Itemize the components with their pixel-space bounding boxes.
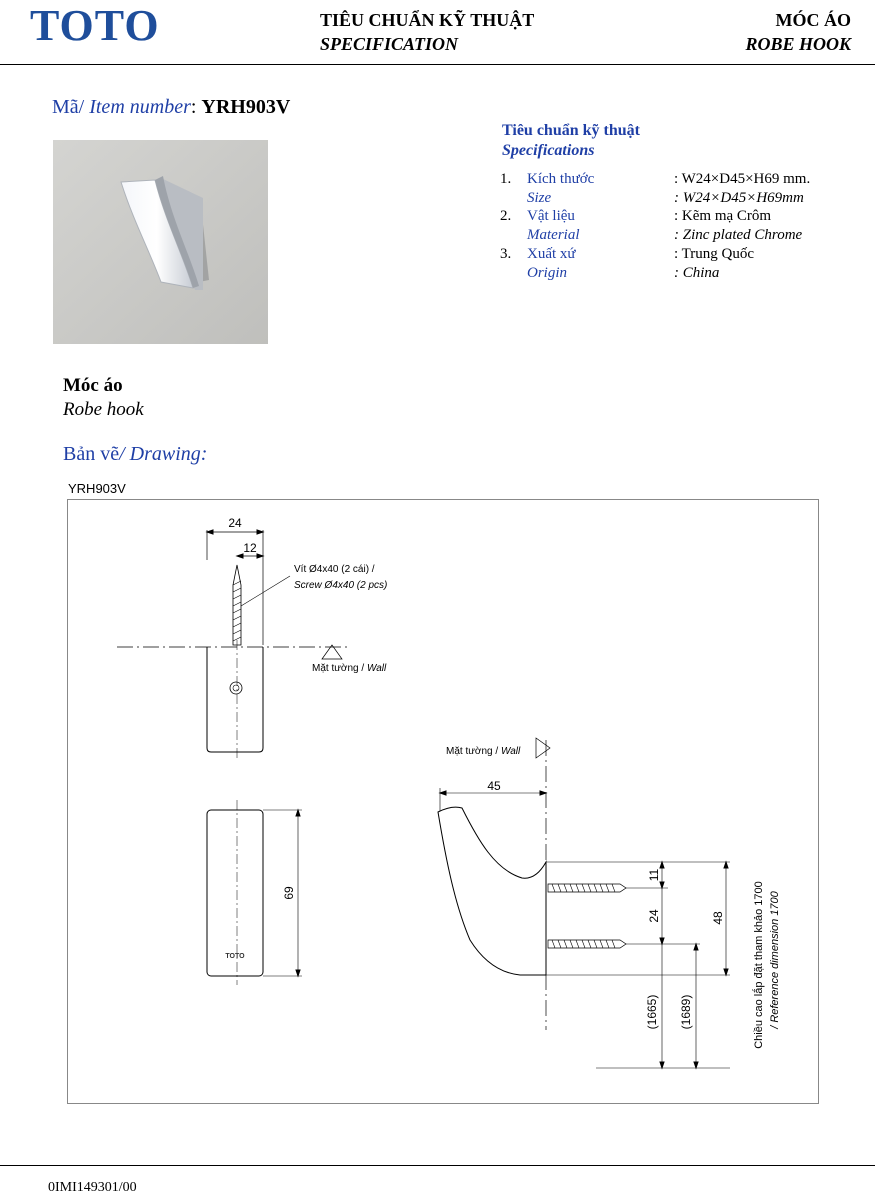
drawing-model-label: YRH903V <box>68 481 126 496</box>
ref-note-en: / Reference dimension 1700 <box>769 890 781 1029</box>
wall-label-en: Wall <box>501 746 521 757</box>
dim-ref-high-label: (1689) <box>679 995 693 1030</box>
item-number-line: Mã/ Item number: YRH903V <box>52 96 290 119</box>
header-product-vi: MÓC ÁO <box>775 10 852 30</box>
spec-row-material-en: Material : Zinc plated Chrome <box>500 226 810 245</box>
spec-value-en: : Zinc plated Chrome <box>674 227 803 244</box>
spec-value-vi: : Trung Quốc <box>674 245 755 262</box>
specifications-title: Tiêu chuẩn kỹ thuật Specifications <box>502 121 640 161</box>
spec-num: 1. <box>500 171 512 187</box>
spec-row-material: 2. Vật liệu : Kẽm mạ Crôm <box>500 207 810 226</box>
spec-row-origin: 3. Xuất xứ : Trung Quốc <box>500 245 810 264</box>
dim-top-offset-label: 11 <box>647 868 661 881</box>
screw-note-vi: Vít Ø4x40 (2 cái) / <box>294 564 375 575</box>
spec-value-vi: : Kẽm mạ Crôm <box>674 208 772 225</box>
document-number: 0IMI149301/00 <box>48 1180 137 1195</box>
drawing-title-en: / Drawing: <box>119 443 208 465</box>
robe-hook-photo-image <box>53 140 268 344</box>
spec-label-en: Size <box>527 189 552 206</box>
spec-row-size: 1. Kích thước : W24×D45×H69 mm. <box>500 170 810 189</box>
specifications-title-en: Specifications <box>502 142 595 159</box>
spec-label-en: Origin <box>527 264 568 281</box>
wall-label-en: Wall <box>367 663 387 674</box>
spec-num: 3. <box>500 245 512 262</box>
drawing-frame <box>67 499 819 1104</box>
dim-width-label: 24 <box>228 516 242 530</box>
product-name: Móc áo Robe hook <box>63 374 144 422</box>
drawing-title: Bản vẽ/ Drawing: <box>63 443 207 466</box>
dim-height-label: 69 <box>282 886 296 900</box>
specifications-table: 1. Kích thước : W24×D45×H69 mm. Size : W… <box>500 170 810 282</box>
specifications-title-vi: Tiêu chuẩn kỹ thuật <box>502 122 640 139</box>
header-spec-vi: TIÊU CHUẨN KỸ THUẬT <box>320 10 535 30</box>
spec-num: 2. <box>500 208 512 225</box>
wall-label-side: Mặt tường / Wall <box>446 746 521 757</box>
item-number: YRH903V <box>201 96 291 118</box>
header-divider <box>0 64 875 65</box>
spec-value-en: : China <box>674 264 720 281</box>
header-spec-en: SPECIFICATION <box>320 34 459 54</box>
item-colon: : <box>190 96 202 118</box>
item-label-en: Item number <box>84 96 191 118</box>
spec-row-origin-en: Origin : China <box>500 264 810 283</box>
spec-label-vi: Vật liệu <box>527 208 575 225</box>
spec-value-vi: : W24×D45×H69 mm. <box>674 171 811 187</box>
dim-overall-label: 48 <box>711 911 725 925</box>
product-name-vi: Móc áo <box>63 375 123 396</box>
ref-note-vi: Chiều cao lắp đặt tham khảo 1700 <box>752 881 765 1049</box>
header-product-en: ROBE HOOK <box>745 34 851 54</box>
wall-label-vi: Mặt tường / <box>312 663 367 674</box>
wall-label-top: Mặt tường / Wall <box>312 663 387 674</box>
toto-logo: TOTO <box>30 1 160 50</box>
screw-note-en: Screw Ø4x40 (2 pcs) <box>294 580 387 591</box>
dim-depth-label: 45 <box>487 779 501 793</box>
spec-label-vi: Kích thước <box>527 171 595 187</box>
product-name-en: Robe hook <box>63 399 144 420</box>
item-label-vi: Mã/ <box>52 96 85 118</box>
header-product-title: MÓC ÁO ROBE HOOK <box>745 8 851 56</box>
small-toto-logo: TOTO <box>225 953 245 960</box>
dim-screw-spacing-label: 24 <box>647 909 661 923</box>
header-spec-title: TIÊU CHUẨN KỸ THUẬT SPECIFICATION <box>320 8 534 56</box>
drawing-title-vi: Bản vẽ <box>63 443 120 465</box>
product-photo <box>53 140 268 344</box>
spec-row-size-en: Size : W24×D45×H69mm <box>500 189 810 208</box>
spec-value-en: : W24×D45×H69mm <box>674 189 804 206</box>
spec-label-en: Material <box>527 227 580 244</box>
wall-label-vi: Mặt tường / <box>446 746 501 757</box>
dim-ref-low-label: (1665) <box>645 995 659 1030</box>
dim-half-label: 12 <box>243 541 257 555</box>
footer-divider <box>0 1165 875 1166</box>
spec-label-vi: Xuất xứ <box>527 245 576 262</box>
